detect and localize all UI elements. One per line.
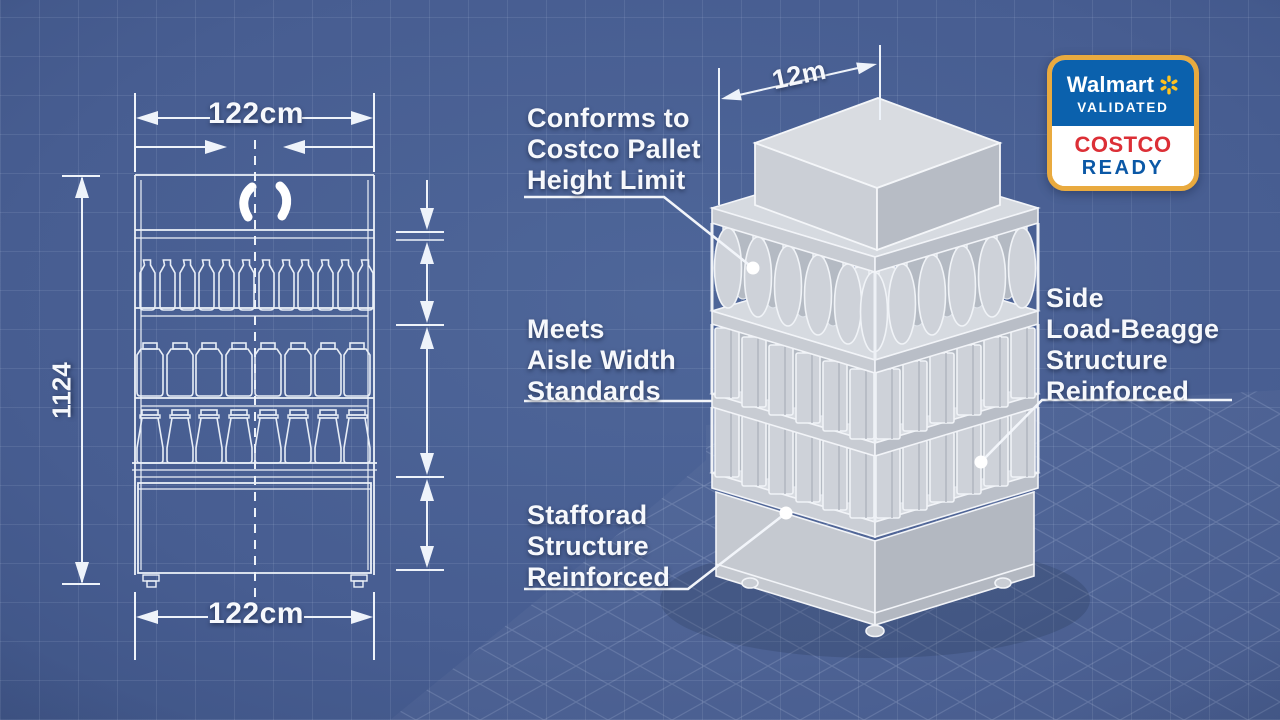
annotation-line: Aisle Width	[527, 345, 676, 375]
header-logo-marks	[239, 181, 292, 222]
dim-bottom-width-label: 122cm	[208, 597, 304, 630]
shelf2-bottles	[136, 342, 371, 397]
callout-dot	[779, 506, 793, 520]
annotation-line: Stafforad	[527, 500, 648, 530]
iso-view-dimension	[718, 45, 881, 205]
callout-leader-lines	[524, 195, 1232, 591]
walmart-validated-section: Walmart VALIDATED	[1052, 60, 1194, 126]
annotation-line: Structure	[527, 531, 649, 561]
callout-dot	[746, 261, 760, 275]
annotation-line: Costco Pallet	[527, 134, 701, 164]
annotation-line: Reinforced	[1046, 376, 1190, 406]
front-view-dimensions	[62, 93, 444, 660]
ready-label: READY	[1081, 157, 1165, 179]
annotation-line: Structure	[1046, 345, 1168, 375]
annotation-line: Meets	[527, 314, 605, 344]
leader-pallet-height	[524, 195, 754, 270]
costco-ready-section: COSTCO READY	[1052, 126, 1194, 186]
annotation-side-load: Side Load-Beagge Structure Reinforced	[1046, 283, 1219, 407]
annotation-pallet-height: Conforms to Costco Pallet Height Limit	[527, 103, 701, 196]
callout-dot	[974, 455, 988, 469]
annotation-base-structure: Stafforad Structure Reinforced	[527, 500, 670, 593]
annotation-line: Reinforced	[527, 562, 671, 592]
iso-corner-posts	[710, 223, 1040, 522]
iso-header-box	[752, 97, 1003, 252]
annotation-line: Height Limit	[527, 165, 686, 195]
annotation-aisle-width: Meets Aisle Width Standards	[527, 314, 676, 407]
annotation-line: Conforms to	[527, 103, 690, 133]
dim-height-label: 1124	[46, 362, 77, 419]
front-view-drawing	[132, 140, 377, 598]
iso-view-drawing	[660, 97, 1090, 658]
walmart-spark-icon	[1160, 75, 1178, 94]
validated-label: VALIDATED	[1077, 99, 1169, 115]
annotation-line: Load-Beagge	[1046, 314, 1220, 344]
shelf3-jars	[136, 409, 371, 464]
dim-top-width-label: 122cm	[208, 97, 304, 130]
validation-badge: Walmart VALIDATED COSTCO READY	[1047, 55, 1199, 191]
costco-wordmark: COSTCO	[1074, 132, 1172, 157]
shelf1-bottles	[139, 259, 374, 311]
annotation-line: Side	[1046, 283, 1104, 313]
leader-side-load	[980, 398, 1232, 463]
annotation-line: Standards	[527, 376, 661, 406]
front-view-feet	[142, 574, 368, 588]
walmart-wordmark: Walmart	[1066, 71, 1155, 97]
leader-base-structure	[524, 511, 787, 591]
